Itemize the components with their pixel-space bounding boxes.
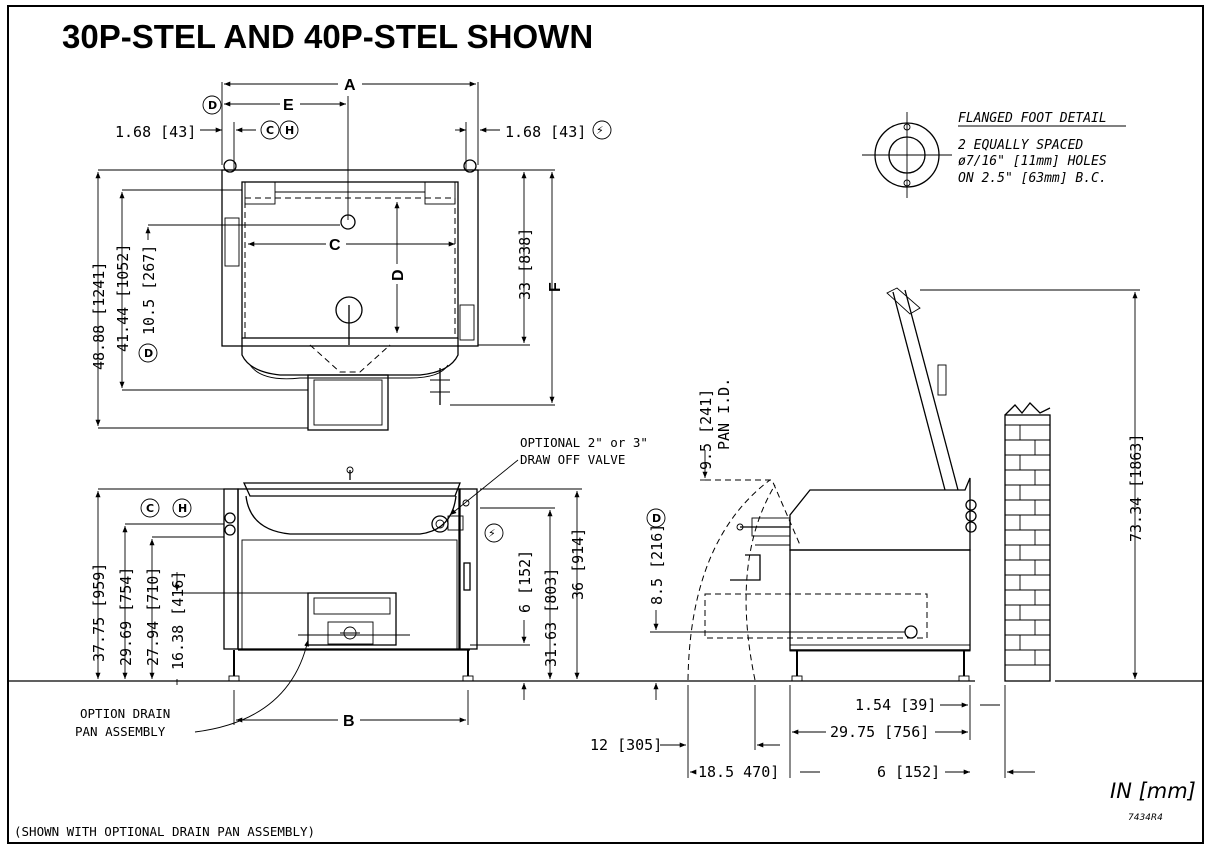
cold-water-icon: C <box>260 120 280 140</box>
svg-text:⚡: ⚡ <box>596 124 604 137</box>
electric-icon: ⚡ <box>592 120 612 140</box>
flange-line2: ø7/16" [11mm] HOLES <box>958 154 1107 169</box>
valve-label-line1: OPTIONAL 2" or 3" <box>520 435 648 450</box>
brick-wall <box>1004 402 1051 682</box>
page-title: 30P-STEL AND 40P-STEL SHOWN <box>62 18 593 55</box>
footer-note: (SHOWN WITH OPTIONAL DRAIN PAN ASSEMBLY) <box>14 824 315 839</box>
dim-1-54: 1.54 [39] <box>855 696 936 714</box>
dim-e-label: E <box>283 97 294 114</box>
valve-label-line2: DRAW OFF VALVE <box>520 452 625 467</box>
dim-29-75: 29.75 [756] <box>830 723 929 741</box>
flange-line1: 2 EQUALLY SPACED <box>958 138 1083 153</box>
dim-left-offset: 1.68 [43] <box>115 123 196 141</box>
svg-text:C: C <box>146 502 154 515</box>
dim-h-r1: 6 [152] <box>516 550 534 613</box>
dim-drain-depth: 10.5 [267] <box>140 245 158 335</box>
dim-pan-id: 9.5 [241] <box>697 389 715 470</box>
dim-h-2: 29.69 [754] <box>117 567 135 666</box>
dim-max-height: 73.34 [1863] <box>1127 434 1145 542</box>
svg-text:H: H <box>178 502 187 515</box>
svg-text:H: H <box>285 124 294 137</box>
dim-f-label: F <box>547 282 564 292</box>
svg-text:D: D <box>652 512 661 525</box>
flange-heading: FLANGED FOOT DETAIL <box>958 111 1107 126</box>
dim-a-label: A <box>344 77 356 94</box>
drain-icon: D <box>202 95 222 115</box>
hot-water-icon: H <box>172 498 192 518</box>
drain-pan-label-line1: OPTION DRAIN <box>80 706 170 721</box>
dim-h-overall: 37.75 [959] <box>90 563 108 662</box>
dim-h-r2: 31.63 [803] <box>542 568 560 667</box>
dim-right-offset: 1.68 [43] <box>505 123 586 141</box>
dim-c-label: C <box>329 237 341 254</box>
svg-text:C: C <box>266 124 274 137</box>
sheet-border <box>7 5 1204 844</box>
svg-text:D: D <box>208 99 217 112</box>
drain-icon: D <box>646 508 666 528</box>
electric-icon: ⚡ <box>484 523 504 543</box>
dim-d-label: D <box>390 269 407 281</box>
dim-depth-overall: 48.88 [1241] <box>90 262 108 370</box>
pan-id-label: PAN I.D. <box>715 378 733 450</box>
hot-water-icon: H <box>279 120 299 140</box>
svg-text:D: D <box>144 347 153 360</box>
dim-depth-right: 33 [838] <box>516 228 534 300</box>
dim-h-3: 27.94 [710] <box>144 567 162 666</box>
dim-18-5: 18.5 470] <box>698 763 779 781</box>
dim-b-label: B <box>343 713 355 730</box>
units-label: IN [mm] <box>1110 779 1196 803</box>
dim-6: 6 [152] <box>877 763 940 781</box>
side-view: 73.34 [1863] 9.5 [241] PAN I.D. D 8.5 [2… <box>590 287 1145 781</box>
flange-detail: FLANGED FOOT DETAIL 2 EQUALLY SPACED ø7/… <box>862 111 1126 198</box>
dim-drain-height: 8.5 [216] <box>648 524 666 605</box>
dim-12: 12 [305] <box>590 736 662 754</box>
front-view: C H ⚡ 37.75 [959] 29.69 [754] 27.94 [710… <box>8 435 1203 739</box>
drain-pan-label-line2: PAN ASSEMBLY <box>75 724 166 739</box>
dim-depth-mid: 41.44 [1052] <box>114 244 132 352</box>
cold-water-icon: C <box>140 498 160 518</box>
dim-h-r3: 36 [914] <box>569 528 587 600</box>
drain-icon: D <box>138 343 158 363</box>
dim-h-4: 16.38 [416] <box>169 571 187 670</box>
top-view: A E D 1.68 [43] C H 1.68 [43] ⚡ <box>90 77 612 431</box>
drawing-ref: 7434R4 <box>1128 813 1163 823</box>
svg-text:⚡: ⚡ <box>488 527 496 540</box>
flange-line3: ON 2.5" [63mm] B.C. <box>958 171 1107 186</box>
